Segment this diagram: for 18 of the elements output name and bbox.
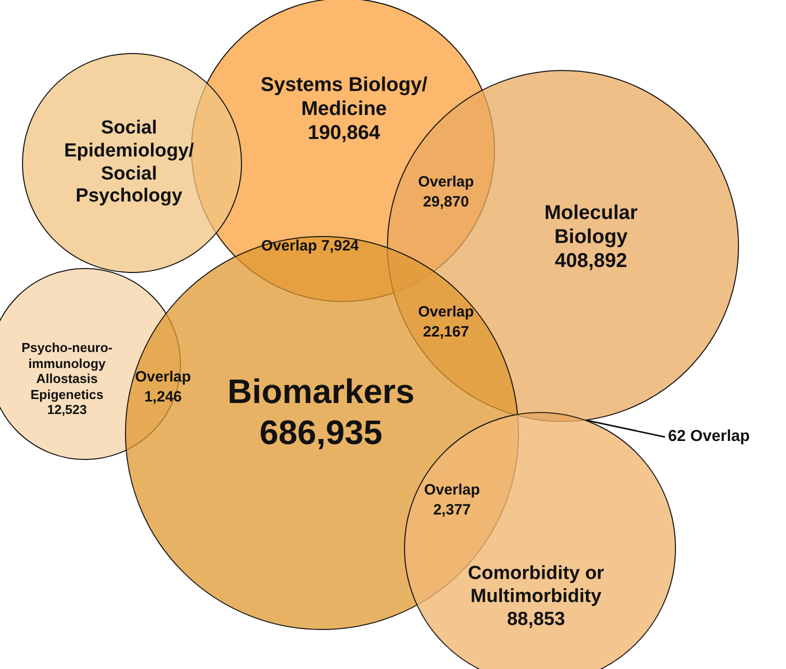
- overlap-label: Overlap 2,377: [423, 480, 481, 520]
- set-name: Comorbidity or Multimorbidity: [466, 562, 606, 608]
- overlap-label: Overlap 1,246: [134, 368, 192, 406]
- set-name: Systems Biology/ Medicine: [260, 73, 428, 121]
- overlap-label: Overlap 29,870: [417, 172, 475, 212]
- set-name: Psycho-neuro-immunology Allostasis Epigenetics: [20, 340, 114, 402]
- set-count: 88,853: [506, 608, 566, 632]
- set-count: 12,523: [46, 402, 88, 418]
- set-name: Social Epidemiology/ Social Psychology: [64, 117, 194, 209]
- set-count: 408,892: [554, 249, 628, 273]
- set-name: Biomarkers: [226, 372, 416, 413]
- overlap-label: Overlap 22,167: [417, 302, 475, 342]
- set-count: 686,935: [258, 413, 384, 454]
- overlap-region: [512, 412, 587, 422]
- overlap-label: 62 Overlap: [668, 428, 750, 446]
- overlap-label: Overlap 7,924: [260, 236, 360, 256]
- set-count: 190,864: [306, 121, 382, 145]
- set-name: Molecular Biology: [543, 201, 639, 249]
